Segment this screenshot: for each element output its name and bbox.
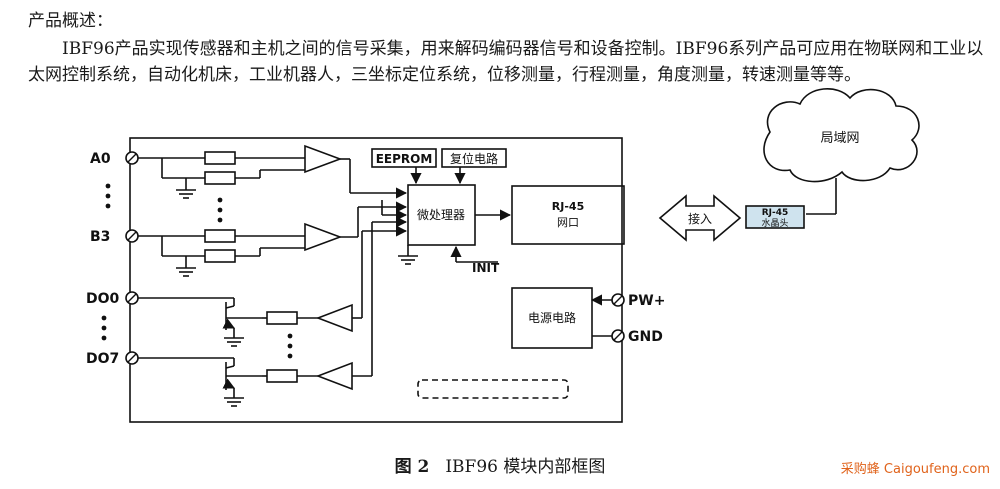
label-b3: B3	[90, 229, 110, 245]
overview-paragraph: IBF96产品实现传感器和主机之间的信号采集，用来解码编码器信号和设备控制。IB…	[28, 36, 988, 88]
label-do0: DO0	[86, 291, 120, 307]
label-gnd: GND	[628, 329, 663, 345]
lan-cloud	[763, 88, 920, 183]
label-do7: DO7	[86, 351, 119, 367]
label-eeprom: EEPROM	[376, 152, 433, 166]
label-mcu: 微处理器	[417, 208, 465, 222]
figure-number: 图 2	[394, 457, 430, 477]
watermark: 采购蜂 Caigoufeng.com	[840, 462, 990, 477]
label-pw: PW+	[628, 293, 665, 309]
reset-block	[441, 148, 507, 168]
label-connector-sub: 水晶头	[761, 217, 788, 229]
driver-do7	[315, 361, 353, 391]
label-power: 电源电路	[528, 310, 576, 325]
access-arrow	[658, 194, 742, 242]
driver-do0	[315, 303, 353, 333]
terminals	[125, 151, 625, 365]
resistor-do0	[266, 311, 298, 325]
module-outline	[129, 137, 623, 423]
label-rj45: RJ-45	[552, 200, 584, 213]
label-a0: A0	[90, 151, 111, 167]
dashed-expansion-box	[417, 379, 569, 399]
figure-title: IBF96 模块内部框图	[445, 457, 606, 477]
label-rj45-sub: 网口	[557, 216, 579, 229]
amplifier-b3	[304, 222, 343, 252]
power-block	[511, 287, 593, 349]
ellipsis-dots	[101, 183, 293, 359]
section-heading: 产品概述：	[28, 11, 113, 31]
resistor-b3-2	[204, 249, 236, 263]
label-reset: 复位电路	[450, 151, 498, 166]
resistor-a0-1	[204, 151, 236, 165]
eeprom-block	[371, 148, 437, 168]
rj45-port-block	[511, 185, 625, 245]
resistor-a0-2	[204, 171, 236, 185]
label-access: 接入	[688, 211, 712, 226]
block-diagram: A0 B3 DO0 DO7 PW+ GND EEPROM 复位电路 微处理器 R…	[86, 88, 920, 423]
resistor-do7	[266, 369, 298, 383]
figure-caption: 图 2 IBF96 模块内部框图	[0, 452, 1000, 477]
label-init: INIT	[472, 261, 500, 275]
label-connector: RJ-45	[762, 208, 789, 218]
rj45-connector	[745, 205, 805, 229]
amplifier-a0	[304, 144, 343, 174]
resistor-b3-1	[204, 229, 236, 243]
label-lan: 局域网	[820, 131, 859, 146]
overview-text: IBF96产品实现传感器和主机之间的信号采集，用来解码编码器信号和设备控制。IB…	[28, 39, 984, 85]
